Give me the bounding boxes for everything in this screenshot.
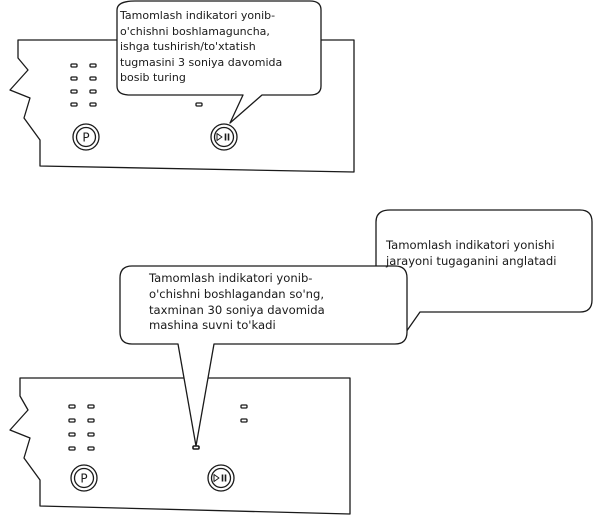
control-panel-bottom: [9, 377, 351, 515]
callout-balloon-2: [119, 265, 408, 447]
callout-3-line: jarayoni tugaganini anglatadi: [386, 254, 557, 268]
program-button[interactable]: [70, 464, 98, 492]
callout-3-line: Tamomlash indikatori yonishi: [386, 238, 555, 252]
callout-2-line: o'chishni boshlagandan so'ng,: [149, 286, 325, 301]
program-label-1: P: [82, 131, 89, 145]
callout-1-line: o'chishni boshlamaguncha,: [120, 24, 270, 38]
play-pause-icon: [216, 133, 230, 141]
svg-text:P: P: [80, 472, 87, 486]
callout-1-line: bosib turing: [120, 71, 186, 85]
start-pause-button[interactable]: [210, 123, 238, 151]
led-column-right: [240, 404, 248, 423]
callout-2-line: mashina suvni to'kadi: [149, 318, 276, 333]
callout-1-line: Tamomlash indikatori yonib-: [120, 9, 276, 22]
program-label-2: P: [80, 472, 87, 486]
callout-text-1: Tamomlash indikatori yonib- o'chishni bo…: [120, 8, 282, 86]
play-pause-icon: [213, 474, 227, 482]
callout-1-line: ishga tushirish/to'xtatish: [120, 40, 256, 54]
callout-balloon-3: [375, 209, 593, 333]
callout-2-line: Tamomlash indikatori yonib-: [149, 271, 313, 285]
callout-text-2: Tamomlash indikatori yonib- o'chishni bo…: [149, 271, 325, 334]
callout-2-line: taxminan 30 soniya davomida: [149, 302, 325, 317]
callout-text-3: Tamomlash indikatori yonishi jarayoni tu…: [386, 237, 556, 269]
svg-text:P: P: [82, 131, 89, 145]
program-button[interactable]: [72, 123, 100, 151]
callout-balloon-1: [116, 0, 322, 124]
start-pause-button[interactable]: [207, 464, 235, 492]
led-grid-left: [68, 404, 95, 451]
callout-1-line: tugmasini 3 soniya davomida: [120, 55, 283, 69]
led-grid-left: [70, 63, 97, 107]
